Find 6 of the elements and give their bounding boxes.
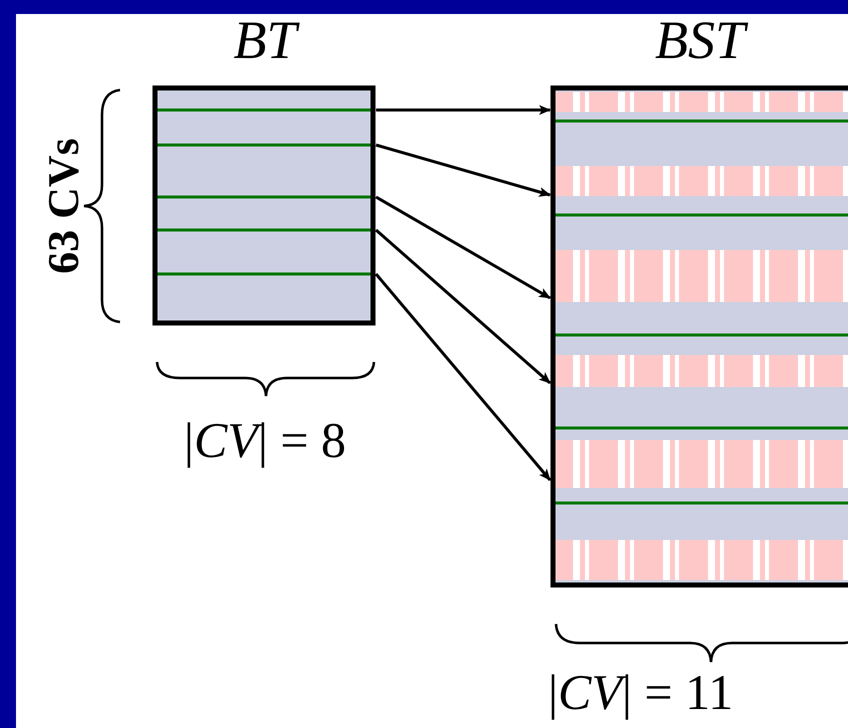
dimension-label: 63 CVs bbox=[39, 138, 89, 274]
arrow bbox=[374, 273, 552, 481]
arrow bbox=[376, 105, 551, 115]
arrow bbox=[376, 144, 551, 197]
arrow bbox=[375, 228, 551, 384]
arrow bbox=[375, 196, 551, 300]
